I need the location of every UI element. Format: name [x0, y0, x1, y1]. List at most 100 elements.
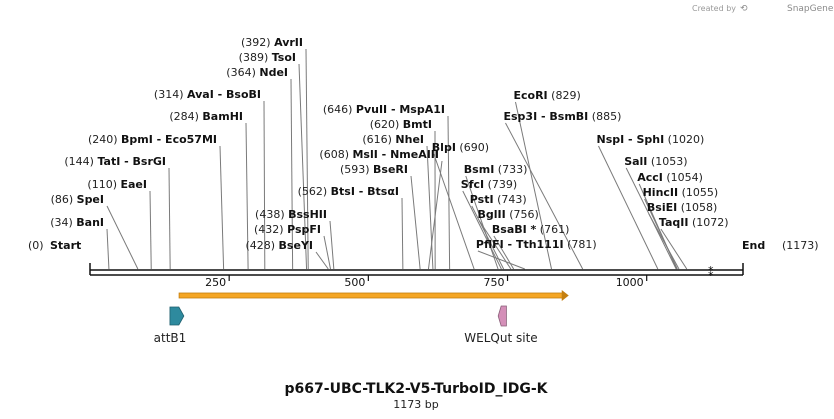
site-position: (690)	[456, 141, 489, 154]
site-label-bani[interactable]: (34) BanI	[50, 216, 104, 229]
feature-welqut-site[interactable]: WELQut site	[464, 305, 538, 345]
site-cut-line	[219, 145, 225, 270]
site-label-tsoi[interactable]: (389) TsoI	[239, 51, 296, 64]
site-label-psti[interactable]: PstI (743)	[470, 193, 527, 206]
site-label-hincii[interactable]: HincII (1055)	[643, 186, 719, 199]
site-position: (733)	[494, 163, 527, 176]
site-position: (608)	[319, 148, 352, 161]
site-label-esp3i[interactable]: Esp3I - BsmBI (885)	[504, 110, 622, 123]
site-cut-line	[290, 78, 294, 270]
site-enzyme-names: BsiEI	[647, 201, 677, 214]
site-position: (1054)	[663, 171, 703, 184]
site-label-spei[interactable]: (86) SpeI	[51, 193, 104, 206]
site-cut-line	[648, 213, 680, 270]
site-label-bsiei[interactable]: BsiEI (1058)	[647, 201, 717, 214]
site-position: (1020)	[664, 133, 704, 146]
site-label-pvuii[interactable]: (646) PvuII - MspA1I	[323, 103, 445, 116]
site-label-acci[interactable]: AccI (1054)	[637, 171, 703, 184]
site-position: (1053)	[647, 155, 687, 168]
credit-brand-logo-icon: ⟲	[740, 4, 748, 14]
site-label-ndei[interactable]: (364) NdeI	[226, 66, 288, 79]
site-position: (144)	[64, 155, 97, 168]
site-position: (620)	[370, 118, 403, 131]
site-enzyme-names: BlpI	[432, 141, 456, 154]
site-position: (1058)	[677, 201, 717, 214]
site-cut-line	[433, 153, 475, 270]
site-cut-line	[644, 198, 678, 270]
site-label-bseyi[interactable]: (428) BseYI	[245, 239, 313, 252]
site-label-msli[interactable]: (608) MslI - NmeAIII	[319, 148, 439, 161]
site-position: (240)	[88, 133, 121, 146]
site-cut-line	[462, 190, 502, 270]
sequence-break-icon: ⁑	[708, 266, 714, 279]
site-position: (284)	[169, 110, 202, 123]
site-cut-line	[410, 175, 421, 270]
feature-welqut-label: WELQut site	[464, 331, 537, 345]
site-cut-line	[598, 145, 659, 270]
start-position: (0)	[28, 239, 44, 252]
site-cut-line	[168, 167, 171, 270]
site-enzyme-names: BsmI	[464, 163, 495, 176]
site-cut-line	[298, 63, 308, 270]
site-label-sali[interactable]: SalI (1053)	[624, 155, 687, 168]
site-label-sfci[interactable]: SfcI (739)	[461, 178, 517, 191]
site-label-bpmi[interactable]: (240) BpmI - Eco57MI	[88, 133, 217, 146]
end-position: (1173)	[782, 239, 819, 252]
site-cut-line	[315, 251, 329, 270]
site-label-bamhi[interactable]: (284) BamHI	[169, 110, 243, 123]
site-cut-line	[329, 220, 335, 270]
site-label-taqii[interactable]: TaqII (1072)	[659, 216, 729, 229]
site-label-eaei[interactable]: (110) EaeI	[87, 178, 147, 191]
site-label-bsabi[interactable]: BsaBI * (761)	[492, 223, 570, 236]
site-label-avrii[interactable]: (392) AvrII	[241, 36, 303, 49]
site-label-ecori[interactable]: EcoRI (829)	[514, 89, 581, 102]
ruler-tick-label: 1000	[616, 276, 644, 289]
site-label-nspi[interactable]: NspI - SphI (1020)	[597, 133, 705, 146]
site-label-blpi[interactable]: BlpI (690)	[432, 141, 489, 154]
site-cut-line	[106, 228, 110, 270]
site-position: (1055)	[678, 186, 718, 199]
ruler-tick-label: 750	[484, 276, 505, 289]
site-enzyme-names: Esp3I - BsmBI	[504, 110, 589, 123]
site-position: (432)	[254, 223, 287, 236]
site-label-btsi[interactable]: (562) BtsI - BtsαI	[298, 185, 399, 198]
site-label-bmti[interactable]: (620) BmtI	[370, 118, 432, 131]
site-label-bseri[interactable]: (593) BseRI	[340, 163, 408, 176]
end-label: End	[742, 239, 765, 252]
site-position: (392)	[241, 36, 274, 49]
site-cut-line	[263, 100, 266, 270]
site-label-bsshii[interactable]: (438) BssHII	[255, 208, 327, 221]
site-enzyme-names: EaeI	[121, 178, 148, 191]
sequence-backbone[interactable]: ⁑	[89, 263, 744, 279]
site-position: (110)	[87, 178, 120, 191]
site-position: (885)	[588, 110, 621, 123]
site-cut-line	[515, 101, 552, 270]
site-cut-line	[426, 145, 434, 270]
site-cut-line	[505, 122, 584, 270]
site-label-pspfi[interactable]: (432) PspFI	[254, 223, 321, 236]
orf-arrow[interactable]	[178, 290, 569, 301]
site-enzyme-names: TaqII	[659, 216, 689, 229]
feature-attB1[interactable]: attB1	[154, 306, 187, 345]
site-position: (781)	[564, 238, 597, 251]
site-enzyme-names: BsaBI *	[492, 223, 537, 236]
site-enzyme-names: BamHI	[202, 110, 243, 123]
site-enzyme-names: BtsI - BtsαI	[331, 185, 399, 198]
site-label-bglii[interactable]: BglII (756)	[478, 208, 539, 221]
site-label-tati[interactable]: (144) TatI - BsrGI	[64, 155, 166, 168]
site-enzyme-names: SfcI	[461, 178, 484, 191]
site-label-nhei[interactable]: (616) NheI	[362, 133, 424, 146]
site-enzyme-names: SpeI	[77, 193, 104, 206]
site-cut-line	[245, 122, 249, 270]
site-position: (616)	[362, 133, 395, 146]
site-enzyme-names: BanI	[76, 216, 104, 229]
site-label-avai[interactable]: (314) AvaI - BsoBI	[154, 88, 261, 101]
site-label-pflfi[interactable]: PflFI - Tth111I (781)	[476, 238, 597, 251]
site-position: (34)	[50, 216, 76, 229]
site-enzyme-names: MslI - NmeAIII	[352, 148, 439, 161]
site-enzyme-names: HincII	[643, 186, 679, 199]
site-label-bsmi[interactable]: BsmI (733)	[464, 163, 528, 176]
site-position: (593)	[340, 163, 373, 176]
site-position: (743)	[494, 193, 527, 206]
